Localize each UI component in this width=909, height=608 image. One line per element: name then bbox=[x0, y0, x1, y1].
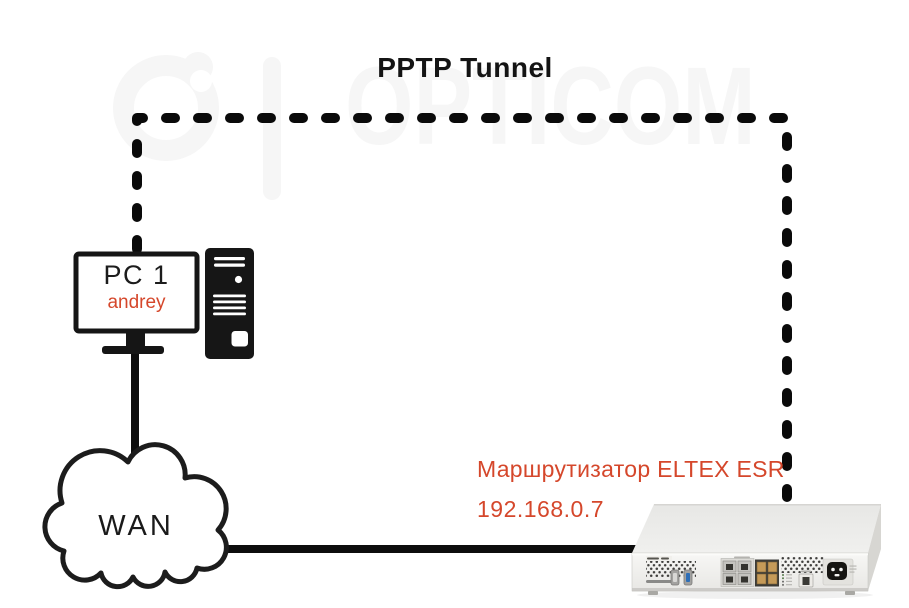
tower-icon bbox=[205, 248, 254, 359]
monitor-icon bbox=[73, 251, 200, 354]
pptp-tunnel-dashed-line bbox=[132, 113, 792, 502]
wan-cloud-icon bbox=[42, 442, 229, 590]
pc-user-label: andrey bbox=[107, 292, 166, 313]
router-title-label: Маршрутизатор ELTEX ESR bbox=[477, 456, 785, 482]
opticom-logo-divider bbox=[263, 57, 281, 200]
router-ip-label: 192.168.0.7 bbox=[477, 496, 605, 522]
pc-name-label: PC 1 bbox=[103, 260, 170, 290]
router-device-image bbox=[631, 504, 881, 599]
wan-label: WAN bbox=[98, 510, 174, 542]
watermark-brand-text: OPTICOM bbox=[345, 45, 756, 168]
tunnel-title: PPTP Tunnel bbox=[377, 52, 553, 83]
opticom-logo-hole-icon bbox=[190, 70, 212, 92]
